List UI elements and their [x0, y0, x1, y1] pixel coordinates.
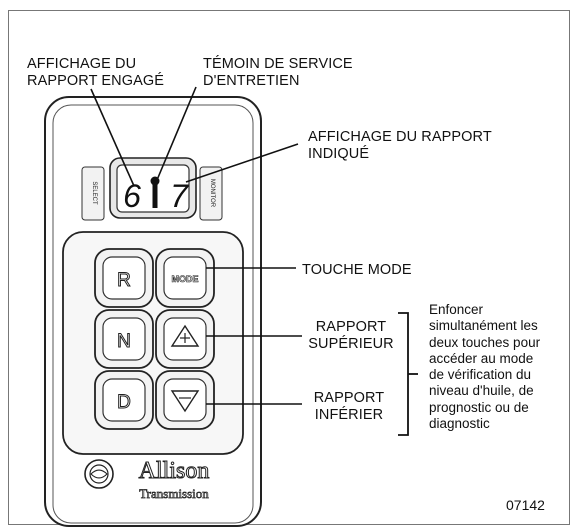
monitor-label-panel	[199, 166, 223, 221]
service-light-label: TÉMOIN DE SERVICE D'ENTRETIEN	[203, 56, 353, 89]
down-arrow-icon	[170, 390, 200, 413]
n-key[interactable]	[94, 309, 154, 369]
downshift-label: RAPPORT INFÉRIER	[313, 390, 385, 423]
instruction-note: Enfoncer simultanément les deux touches …	[429, 302, 541, 432]
r-key-label: R	[117, 270, 131, 291]
d-key-label: D	[117, 392, 131, 413]
gear-indicated-label: AFFICHAGE DU RAPPORT INDIQUÉ	[308, 129, 492, 162]
gear-engaged-label: AFFICHAGE DU RAPPORT ENGAGÉ	[27, 56, 165, 89]
service-light-leader	[156, 86, 197, 181]
gear-indicated-digit: 7	[170, 178, 189, 214]
figure-frame	[8, 10, 570, 525]
mode-key-label: MODE	[172, 274, 199, 284]
gear-engaged-digit: 6	[123, 178, 141, 214]
n-key-label: N	[117, 331, 131, 352]
up-arrow-icon	[170, 324, 200, 347]
upshift-label: RAPPORT SUPÉRIEUR	[308, 319, 394, 352]
d-key[interactable]	[94, 370, 154, 430]
select-label-panel	[81, 166, 105, 221]
monitor-vertical-text: MONITOR	[209, 179, 215, 208]
allison-logo-icon	[84, 459, 114, 489]
brand-sub: Transmission	[139, 486, 209, 501]
r-key[interactable]	[94, 248, 154, 308]
brand-name: Allison	[139, 458, 210, 484]
figure-code: 07142	[506, 497, 545, 513]
gear-engaged-leader	[90, 88, 135, 187]
mode-key-label-text: TOUCHE MODE	[302, 262, 412, 278]
select-vertical-text: SELECT	[91, 181, 97, 205]
bracket	[398, 312, 409, 436]
mode-key[interactable]	[155, 248, 215, 308]
shift-selector-inner-border	[52, 104, 254, 524]
gear-indicated-leader	[185, 143, 299, 183]
